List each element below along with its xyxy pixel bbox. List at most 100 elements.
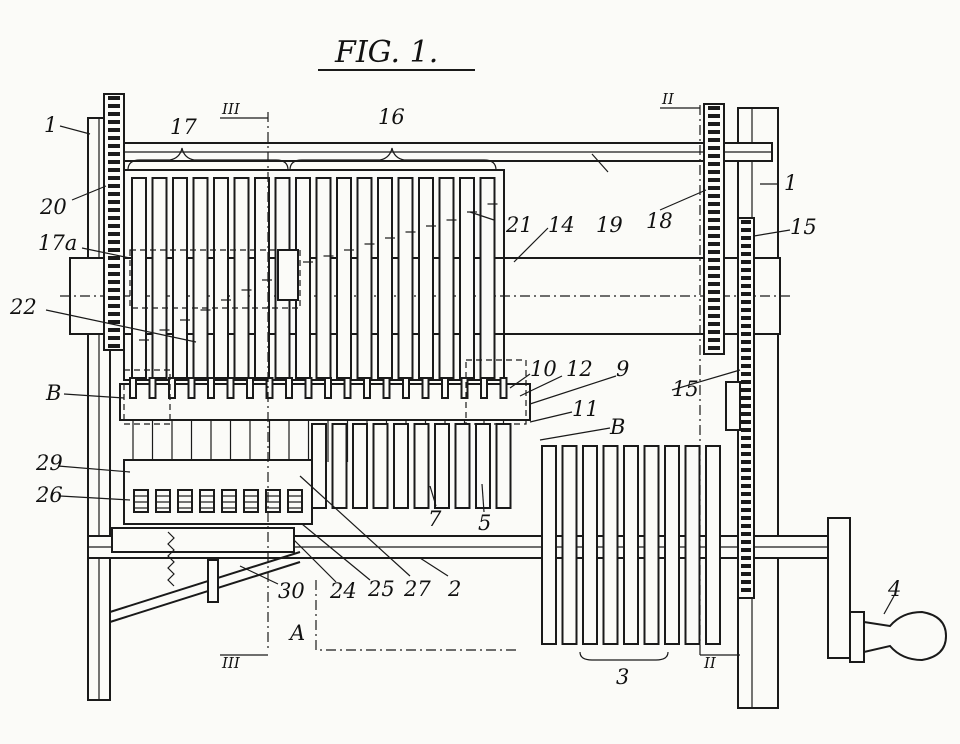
label-17: 17 — [170, 115, 197, 139]
brace-3 — [579, 651, 669, 661]
gear-20-tooth — [108, 224, 120, 228]
rack-15-tooth — [741, 300, 751, 304]
lower-bar — [352, 423, 368, 509]
gear-18-tooth — [708, 282, 720, 286]
leader-lines — [45, 125, 895, 661]
rack-15-tooth — [741, 260, 751, 264]
gear-20-tooth — [108, 232, 120, 236]
leader-15-bottom — [671, 369, 741, 391]
crank-arm — [827, 517, 851, 659]
rack-15-tooth — [741, 436, 751, 440]
gear-20-tooth — [108, 312, 120, 316]
number-key — [582, 445, 598, 645]
spring-coil — [155, 489, 171, 513]
label-25: 25 — [367, 577, 395, 601]
gear-18-tooth — [708, 202, 720, 206]
lower-key-bars — [311, 423, 512, 509]
gear-18-tooth — [708, 194, 720, 198]
number-key — [684, 445, 701, 645]
gear-18-tooth — [708, 146, 720, 150]
comb-tooth — [363, 377, 371, 399]
brace-17 — [127, 147, 289, 171]
gear-18-tooth — [708, 330, 720, 334]
rack-15 — [725, 217, 755, 599]
upper-bar — [418, 177, 434, 379]
gear-18-tooth — [708, 210, 720, 214]
lever-sleeve — [111, 527, 295, 553]
spring-frame-29 — [123, 459, 313, 525]
section-lines — [220, 105, 740, 658]
label-B-left: B — [45, 381, 61, 405]
rack-15-tooth — [741, 532, 751, 536]
rack-15-tooth — [741, 508, 751, 512]
gear-20-tooth — [108, 264, 120, 268]
rack-15-teeth — [741, 220, 751, 592]
comb-tooth — [285, 377, 293, 399]
gear-20-tooth — [108, 216, 120, 220]
lower-bar — [331, 423, 348, 509]
label-16: 16 — [378, 105, 405, 129]
gear-20-tooth — [108, 328, 120, 332]
rack-15-tooth — [741, 356, 751, 360]
lever-arm — [109, 551, 301, 613]
leader-11 — [529, 411, 573, 423]
rack-15-tooth — [741, 268, 751, 272]
rack-15-tooth — [741, 404, 751, 408]
leader-19 — [591, 153, 609, 173]
gear-20-tooth — [108, 128, 120, 132]
label-21: 21 — [505, 213, 533, 237]
rack-15-tooth — [741, 228, 751, 232]
leader-B-left — [63, 393, 125, 399]
spring-coil — [221, 489, 237, 513]
gear-18-teeth — [708, 106, 720, 350]
leader-5 — [481, 483, 485, 513]
gear-18-tooth — [708, 218, 720, 222]
handle-collar — [849, 611, 865, 663]
leader-26 — [59, 495, 131, 501]
comb-tooth — [460, 377, 469, 399]
rack-15-tooth — [741, 292, 751, 296]
gear-20-tooth — [108, 144, 120, 148]
upper-bar — [397, 177, 414, 379]
label-4: 4 — [887, 577, 901, 601]
rack-15-tooth — [741, 308, 751, 312]
upper-bar — [336, 177, 352, 379]
upper-bar — [213, 177, 229, 379]
gear-20-tooth — [108, 200, 120, 204]
comb-tooth — [480, 377, 488, 399]
number-key — [623, 445, 639, 645]
label-14: 14 — [548, 213, 575, 237]
gear-18-tooth — [708, 138, 720, 142]
label-II-bottom: II — [703, 654, 717, 672]
label-15-top: 15 — [790, 215, 817, 239]
gear-20-tooth — [108, 248, 120, 252]
upper-bar — [192, 177, 209, 379]
rack-15-tooth — [741, 220, 751, 224]
rack-15-tooth — [741, 276, 751, 280]
rack-15-tooth — [741, 236, 751, 240]
gear-18-tooth — [708, 226, 720, 230]
upper-bar — [356, 177, 373, 379]
rack-15-tooth — [741, 244, 751, 248]
rack-15-bracket — [725, 381, 741, 431]
rack-15-tooth — [741, 380, 751, 384]
leader-30 — [239, 565, 279, 585]
upper-bar — [131, 177, 147, 379]
brace-16 — [289, 147, 497, 171]
crank-handle-4[interactable] — [849, 610, 948, 663]
rack-15-tooth — [741, 348, 751, 352]
label-B-right: B — [609, 415, 625, 439]
leader-15-top — [753, 229, 791, 237]
gear-18-tooth — [708, 106, 720, 110]
gear-18-tooth — [708, 170, 720, 174]
gear-18-tooth — [708, 162, 720, 166]
comb-tooth — [304, 377, 313, 399]
rack-15-tooth — [741, 396, 751, 400]
gear-20-tooth — [108, 240, 120, 244]
comb-tooth — [402, 377, 410, 399]
gear-20-tooth — [108, 272, 120, 276]
number-keys-3[interactable] — [541, 445, 721, 645]
number-key — [664, 445, 680, 645]
rack-15-tooth — [741, 420, 751, 424]
gear-18-tooth — [708, 314, 720, 318]
